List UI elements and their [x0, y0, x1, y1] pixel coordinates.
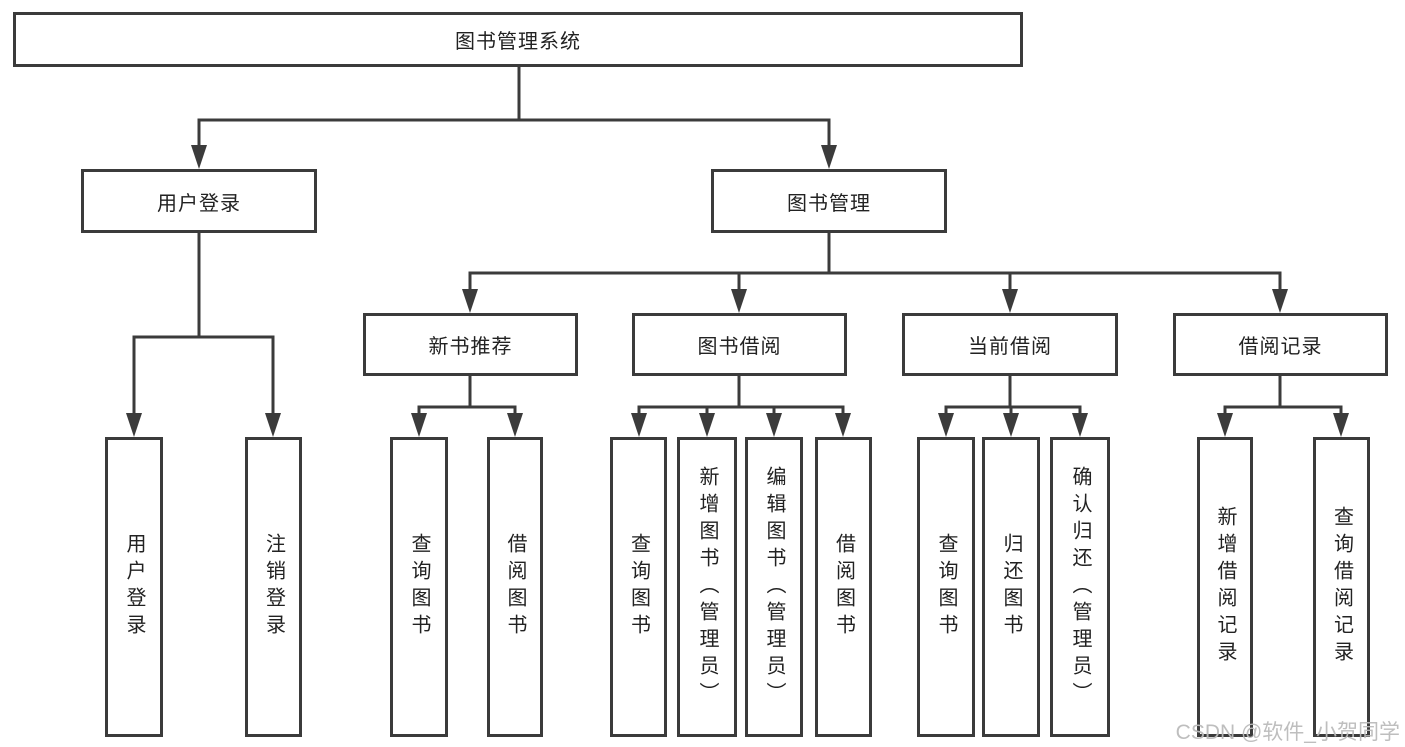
leaf-return-book: 归还图书 — [982, 437, 1040, 737]
node-new-book-recommend: 新书推荐 — [363, 313, 578, 376]
node-label: 确认归还（管理员） — [1069, 465, 1091, 709]
node-label: 借阅图书 — [832, 533, 855, 641]
leaf-borrow-books-recommend: 借阅图书 — [487, 437, 543, 737]
leaf-add-book-admin: 新增图书（管理员） — [677, 437, 737, 737]
node-book-borrow: 图书借阅 — [632, 313, 847, 376]
node-label: 归还图书 — [1000, 533, 1022, 641]
leaf-borrow-books-borrow: 借阅图书 — [815, 437, 872, 737]
leaf-query-borrow-record: 查询借阅记录 — [1313, 437, 1370, 737]
node-label: 查询图书 — [408, 533, 430, 641]
node-label: 新增图书（管理员） — [696, 465, 718, 709]
node-label: 图书管理系统 — [455, 31, 581, 53]
leaf-query-books-borrow: 查询图书 — [610, 437, 667, 737]
leaf-confirm-return-admin: 确认归还（管理员） — [1050, 437, 1110, 737]
node-root: 图书管理系统 — [13, 12, 1023, 67]
node-label: 新书推荐 — [428, 336, 513, 358]
node-label: 当前借阅 — [968, 336, 1052, 358]
leaf-user-login: 用户登录 — [105, 437, 163, 737]
node-label: 图书借阅 — [697, 336, 782, 358]
leaf-add-borrow-record: 新增借阅记录 — [1197, 437, 1253, 737]
leaf-query-books-current: 查询图书 — [917, 437, 975, 737]
node-book-management: 图书管理 — [711, 169, 947, 233]
node-label: 查询图书 — [627, 533, 650, 641]
node-label: 借阅图书 — [504, 533, 526, 641]
arrowheads — [126, 145, 1349, 437]
node-label: 图书管理 — [787, 192, 871, 215]
node-label: 借阅记录 — [1238, 336, 1323, 358]
node-label: 编辑图书（管理员） — [763, 465, 785, 709]
node-label: 用户登录 — [157, 192, 241, 215]
node-label: 用户登录 — [123, 533, 145, 641]
node-label: 查询图书 — [935, 533, 957, 641]
node-user-login: 用户登录 — [81, 169, 317, 233]
csdn-watermark: CSDN @软件_小贺同学 — [1175, 721, 1400, 744]
leaf-query-books-recommend: 查询图书 — [390, 437, 448, 737]
node-label: 注销登录 — [262, 533, 285, 641]
node-borrow-records: 借阅记录 — [1173, 313, 1388, 376]
leaf-edit-book-admin: 编辑图书（管理员） — [745, 437, 803, 737]
node-label: 查询借阅记录 — [1330, 506, 1353, 668]
node-label: 新增借阅记录 — [1214, 506, 1236, 668]
leaf-logout-login: 注销登录 — [245, 437, 302, 737]
node-current-borrow: 当前借阅 — [902, 313, 1118, 376]
